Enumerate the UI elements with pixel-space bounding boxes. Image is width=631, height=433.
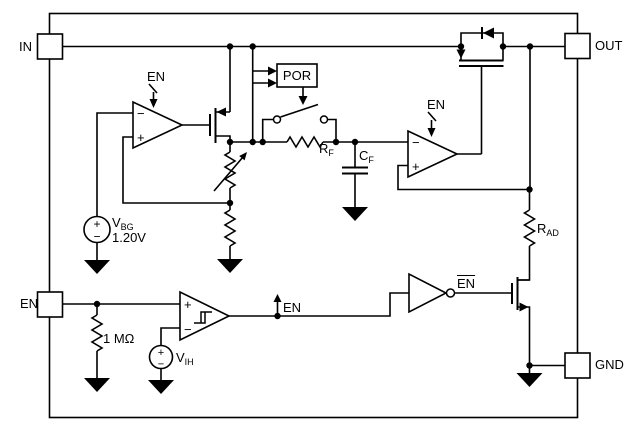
amp1-en-arrowhead [149, 99, 158, 108]
in-pin [36, 33, 64, 60]
wire-en-arrow-amp2 [427, 111, 437, 130]
vbg-value-label: 1.20V [112, 230, 146, 245]
switch-contact-right [319, 115, 329, 124]
device-boundary [48, 12, 579, 419]
wire-rad [517, 46, 531, 281]
schmitt-minus: − [184, 322, 192, 337]
variable-resistor [223, 151, 237, 189]
inverter-bubble [445, 288, 456, 298]
feedforward-resistor-rf [286, 135, 324, 149]
ground-vbg [84, 260, 110, 274]
en-signal-arrowhead [273, 294, 282, 302]
buffer-amplifier [407, 129, 459, 179]
error-amplifier [132, 100, 184, 150]
ground-main [516, 373, 543, 387]
por-output-arrow [298, 96, 308, 105]
variable-resistor-arrowhead [239, 152, 247, 161]
hysteresis-icon [194, 311, 212, 324]
vih-minus: − [158, 359, 164, 371]
gnd-pin-label: GND [595, 357, 624, 372]
switch-contact-left [272, 115, 282, 124]
follower-fet [209, 107, 226, 143]
pass-fet [456, 49, 504, 67]
amp2-en-label: EN [427, 97, 446, 112]
en-pin [36, 291, 64, 318]
error-amp-plus: + [137, 130, 145, 145]
ground-divider [217, 259, 243, 273]
pulldown-resistor [90, 314, 104, 352]
por-input-arrow-2 [268, 78, 277, 88]
threshold-source-vih: + − [148, 344, 174, 371]
wire-por [251, 46, 304, 142]
amp-polarity-marks: − + − + + − [137, 106, 420, 337]
error-amp-minus: − [137, 106, 145, 121]
bandgap-source-vbg: + − [83, 215, 111, 244]
buffer-amp-minus: − [412, 135, 420, 150]
vbg-label: VBG [112, 215, 134, 233]
wire-vbg [96, 112, 133, 260]
variable-resistor-arrow [213, 156, 244, 192]
vbg-plus: + [93, 217, 100, 231]
por-input-arrow-1 [268, 66, 277, 76]
cf-label: CF [359, 148, 374, 166]
en-inverted-label: EN [457, 276, 476, 291]
wire-switch [261, 103, 337, 142]
rad-label: RAD [537, 221, 559, 239]
inverter [408, 272, 448, 314]
ground-pulldown [84, 378, 110, 392]
en-pin-label: EN [20, 296, 39, 311]
ground-vih [148, 380, 174, 394]
discharge-resistor-rad [522, 209, 537, 247]
wire-en-signal [229, 292, 409, 317]
out-pin [564, 32, 591, 60]
out-pin-label: OUT [595, 38, 623, 53]
wire-follower [182, 46, 231, 142]
pass-fet-arrow [456, 49, 466, 59]
vbg-minus: − [93, 230, 100, 244]
discharge-fet [511, 277, 529, 312]
discharge-fet-arrow [519, 302, 529, 312]
pulldown-label: 1 MΩ [103, 331, 135, 346]
follower-fet-arrow [216, 107, 226, 117]
filter-capacitor-cf [342, 166, 368, 175]
amp2-en-arrowhead [427, 128, 436, 137]
ground-symbols [84, 207, 543, 394]
divider-resistor [223, 209, 237, 247]
wire-feedback [122, 136, 230, 204]
buffer-amp-plus: + [412, 159, 420, 174]
wire-buffer [397, 66, 530, 191]
wire-discharge [454, 279, 565, 373]
vih-label: VIH [176, 350, 194, 368]
rf-label: RF [319, 141, 334, 159]
por-label: POR [282, 67, 312, 83]
body-diode [481, 27, 494, 39]
wire-vih [160, 327, 180, 380]
amp1-en-label: EN [147, 69, 166, 84]
wire-en-arrow-amp1 [148, 83, 158, 101]
in-pin-label: IN [19, 39, 32, 54]
wires [62, 32, 565, 380]
ground-cf [342, 207, 368, 221]
schmitt-plus: + [184, 297, 192, 312]
vih-plus: + [158, 347, 164, 359]
en-signal-label: EN [283, 300, 302, 315]
gnd-pin [564, 352, 591, 379]
arrowheads [149, 66, 436, 302]
por-block [276, 63, 318, 88]
junction-dots [93, 43, 534, 369]
